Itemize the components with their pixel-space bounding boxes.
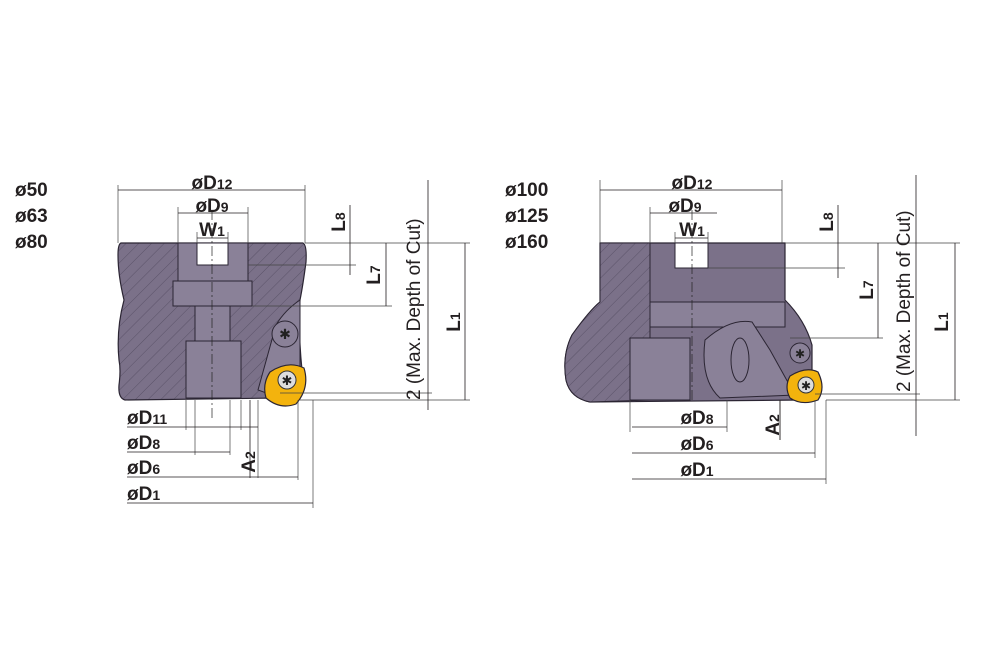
right-hatched-section [564, 242, 651, 403]
right-tool-label-l1: L1 [932, 312, 953, 332]
left-tool-label-d9: øD9 [195, 196, 228, 217]
torx-icon: ✱ [795, 347, 805, 361]
left-tool-label-d1: øD1 [127, 484, 160, 505]
left-tool-label-a2: A2 [239, 451, 260, 473]
left-shaft-bore [194, 305, 231, 342]
left-tool-depth-of-cut-label: 2 (Max. Depth of Cut) [404, 218, 425, 400]
right-coolant-channel [730, 337, 750, 383]
right-tool-label-l7: L7 [857, 280, 878, 300]
left-tool-label-d12: øD12 [192, 173, 233, 194]
right-tool-size-label: ø125 [505, 206, 549, 227]
left-keyway-slot [196, 242, 229, 266]
right-clamp-screw [789, 342, 811, 364]
torx-icon: ✱ [801, 379, 811, 393]
left-tool-label-l8: L8 [329, 212, 350, 232]
right-dimension-lines [600, 175, 956, 480]
left-clamp-screw [271, 320, 299, 348]
right-tool-size-label: ø160 [505, 232, 548, 253]
right-tool-label-w1: W1 [679, 220, 705, 241]
right-tool-label-d9: øD9 [668, 196, 701, 217]
right-lower-bore [629, 337, 691, 401]
right-keyway-slot [674, 242, 709, 269]
left-tool-label-w1: W1 [199, 220, 225, 241]
left-tool-size-label: ø63 [15, 206, 48, 227]
right-tool-label-d12: øD12 [672, 173, 713, 194]
right-counterbore [649, 301, 786, 328]
right-tool-label-l8: L8 [817, 212, 838, 232]
left-tool-size-label: ø80 [15, 232, 48, 253]
right-tool-size-label: ø100 [505, 180, 548, 201]
left-extension-lines [117, 185, 470, 508]
left-lower-bore [185, 340, 242, 399]
right-tool-label-d8: øD8 [680, 408, 713, 429]
left-tool-label-d6: øD6 [127, 458, 160, 479]
left-cutter-drawing: ✱ ✱ [117, 180, 470, 508]
right-tool-depth-of-cut-label: 2 (Max. Depth of Cut) [894, 210, 915, 392]
right-extension-lines [599, 180, 960, 484]
right-insert-screw [797, 376, 815, 394]
left-insert-screw [277, 370, 297, 390]
left-tool-label-d8: øD8 [127, 433, 160, 454]
right-cutter-drawing: ✱ ✱ [564, 175, 960, 484]
right-tool-label-d6: øD6 [680, 434, 713, 455]
left-dimension-lines [118, 180, 466, 504]
left-tool-label-d11: øD11 [127, 408, 167, 429]
left-tool-label-l7: L7 [364, 265, 385, 285]
left-tool-label-l1: L1 [444, 312, 465, 332]
left-counterbore [172, 280, 253, 307]
right-tool-label-a2: A2 [763, 414, 784, 436]
left-tool-size-label: ø50 [15, 180, 48, 201]
right-tool-label-d1: øD1 [680, 460, 713, 481]
torx-icon: ✱ [282, 373, 293, 388]
torx-icon: ✱ [279, 328, 291, 343]
